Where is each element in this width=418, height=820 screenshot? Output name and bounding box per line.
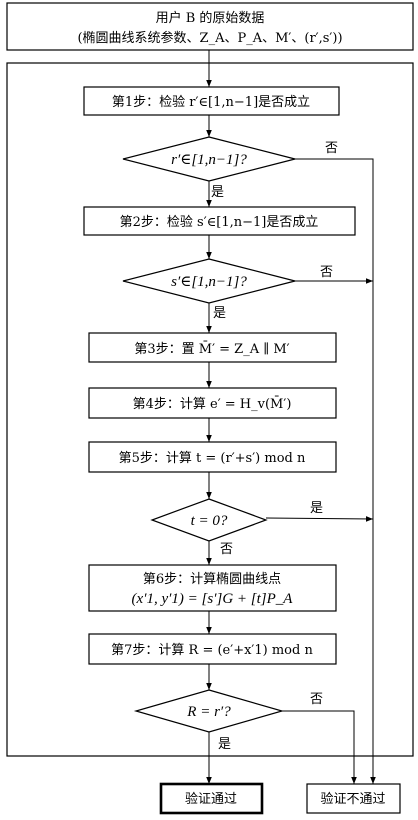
result-pass-label: 验证通过 — [185, 791, 237, 807]
step-7-box: 第7步：计算 R = (e′+x′1) mod n — [88, 633, 337, 665]
label-no-3: 否 — [220, 542, 233, 557]
decision-s-range: s′∈[1,n−1]? — [122, 258, 296, 304]
result-fail-box: 验证不通过 — [306, 783, 401, 814]
label-no-4: 否 — [310, 692, 323, 707]
label-yes-2: 是 — [213, 306, 226, 321]
step-1-box: 第1步：检验 r′∈[1,n−1]是否成立 — [83, 86, 340, 116]
step-4-box: 第4步：计算 e′ = H_v(M̄′) — [88, 387, 337, 419]
result-pass-box: 验证通过 — [159, 782, 264, 815]
label-no-1: 否 — [325, 141, 338, 156]
decision-4-label: R = r′? — [186, 704, 231, 720]
decision-2-label: s′∈[1,n−1]? — [171, 274, 247, 290]
decision-t-zero: t = 0? — [150, 498, 268, 542]
input-title: 用户 B 的原始数据 — [156, 10, 265, 26]
step-4-label: 第4步：计算 e′ = H_v(M̄′) — [133, 396, 292, 412]
label-yes-1: 是 — [211, 185, 224, 200]
arrow-decision1-no — [295, 158, 376, 784]
step-5-label: 第5步：计算 t = (r′+s′) mod n — [119, 451, 306, 466]
step-6-formula: (x′1, y′1) = [s′]G + [t]P_A — [132, 591, 294, 607]
input-parameters: (椭圆曲线系统参数、Z_A、P_A、M′、(r′,s′)) — [77, 30, 342, 46]
decision-r-range: r′∈[1,n−1]? — [122, 136, 296, 182]
decision-3-label: t = 0? — [191, 513, 228, 529]
result-fail-label: 验证不通过 — [320, 791, 385, 807]
step-5-box: 第5步：计算 t = (r′+s′) mod n — [88, 441, 337, 473]
decision-r-equals: R = r′? — [133, 689, 285, 733]
step-3-box: 第3步：置 M̄′ = Z_A ∥ M′ — [88, 332, 337, 363]
label-yes-4: 是 — [218, 737, 231, 752]
step-2-label: 第2步：检验 s′∈[1,n−1]是否成立 — [120, 214, 319, 230]
arrow-decision3-yes — [265, 516, 374, 522]
decision-1-label: r′∈[1,n−1]? — [171, 152, 247, 168]
arrow-decision4-no — [282, 710, 357, 784]
step-3-label: 第3步：置 M̄′ = Z_A ∥ M′ — [134, 341, 289, 357]
label-no-2: 否 — [320, 265, 333, 280]
input-data-box: 用户 B 的原始数据 (椭圆曲线系统参数、Z_A、P_A、M′、(r′,s′)) — [6, 2, 414, 51]
step-7-label: 第7步：计算 R = (e′+x′1) mod n — [111, 643, 313, 658]
process-frame — [6, 62, 414, 757]
step-6-box: 第6步：计算椭圆曲线点 (x′1, y′1) = [s′]G + [t]P_A — [88, 564, 337, 612]
label-yes-3: 是 — [310, 501, 323, 516]
step-1-label: 第1步：检验 r′∈[1,n−1]是否成立 — [112, 94, 310, 110]
step-2-box: 第2步：检验 s′∈[1,n−1]是否成立 — [83, 206, 356, 236]
step-6-title: 第6步：计算椭圆曲线点 — [143, 571, 281, 587]
